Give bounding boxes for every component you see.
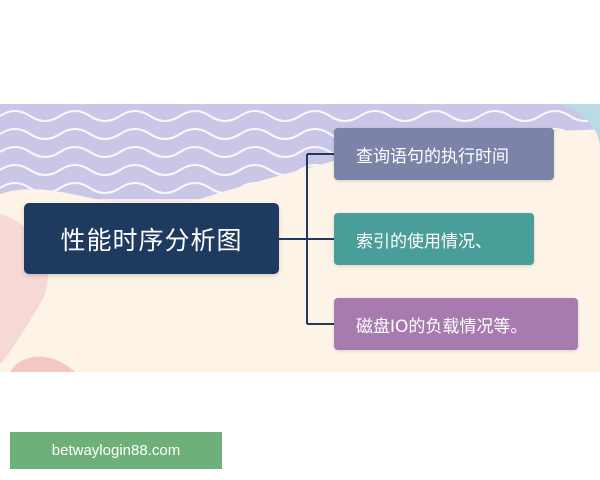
footer-link-text[interactable]: betwaylogin88.com — [51, 442, 181, 459]
root-node-label: 性能时序分析图 — [60, 225, 243, 255]
branch-node-label: 查询语句的执行时间 — [356, 146, 509, 167]
branch-node-disk-io: 磁盘IO的负载情况等。 — [334, 298, 578, 350]
branch-node-index-usage: 索引的使用情况、 — [334, 213, 534, 265]
branch-node-query-time: 查询语句的执行时间 — [334, 128, 554, 180]
root-node: 性能时序分析图 — [24, 203, 279, 274]
branch-node-label: 索引的使用情况、 — [356, 231, 492, 252]
footer-link[interactable]: betwaylogin88.com — [10, 432, 222, 469]
branch-node-label: 磁盘IO的负载情况等。 — [356, 316, 528, 337]
